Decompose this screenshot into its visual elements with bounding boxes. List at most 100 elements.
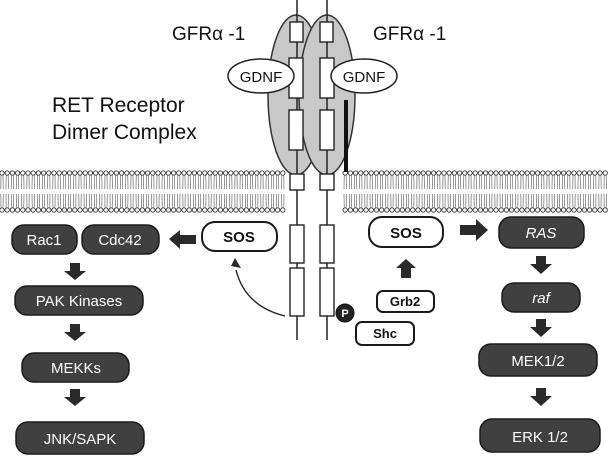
lipid-tail [546,175,550,190]
lipid-head [40,170,47,176]
lipid-head [441,207,447,213]
tm-left [289,173,305,191]
lipid-head [56,170,62,176]
lipid-tail [125,175,129,190]
lipid-head [399,207,406,213]
lipid-head [410,207,416,213]
lipid-tail [603,193,607,208]
lipid-tail [270,193,274,208]
lipid-tail [582,175,586,190]
lipid-head [103,170,109,176]
lipid-head [196,170,203,176]
lipid-tail [88,175,92,190]
svg-text:MEKKs: MEKKs [51,360,101,377]
lipid-tail [525,175,529,190]
lipid-tail [47,175,51,190]
ret-receptor-right [319,0,348,180]
node-pak-kinases: PAK Kinases [14,285,144,316]
lipid-tail [598,193,602,208]
lipid-tail [281,175,285,190]
lipid-head [207,170,213,176]
lipid-tail [276,175,280,190]
lipid-tail [73,175,77,190]
lipid-head [118,207,125,213]
lipid-head [139,207,146,213]
lipid-tail [57,175,61,190]
lipid-head [176,170,182,176]
lipid-tail [520,175,524,190]
lipid-tail [354,175,358,190]
lipid-tail [94,193,98,208]
lipid-head [451,207,458,213]
lipid-tail [114,193,118,208]
lipid-tail [156,193,160,208]
lipid-tail [458,175,462,190]
lipid-head [144,207,151,213]
arrow-rac-to-pak [64,263,86,280]
gfr-alpha-left-label: GFRα -1 [172,24,245,45]
svg-text:P: P [341,308,348,320]
lipid-tail [536,193,540,208]
lipid-tail [239,175,243,190]
lipid-head [98,207,104,213]
lipid-tail [192,175,196,190]
lipid-tail [47,193,51,208]
lipid-tail [364,193,368,208]
lipid-head [259,170,265,176]
lipid-tail [426,193,430,208]
lipid-tail [109,193,113,208]
lipid-head [524,170,530,176]
lipid-tail [556,175,560,190]
lipid-tail [343,175,347,190]
lipid-head [25,170,31,176]
lipid-head [581,207,588,213]
arrow-mek-to-erk [530,388,552,406]
lipid-head [113,170,120,176]
lipid-head [347,170,354,176]
lipid-head [415,170,421,176]
lipid-head [248,207,255,213]
lipid-head [560,207,567,213]
lipid-tail [593,175,597,190]
lipid-head [410,170,416,176]
lipid-tail [551,175,555,190]
lipid-head [217,170,224,176]
lipid-head [498,207,504,213]
lipid-head [191,207,198,213]
lipid-head [358,170,364,176]
lipid-tail [234,175,238,190]
lipid-tail [421,175,425,190]
lipid-head [92,170,99,176]
lipid-tail [411,175,415,190]
lipid-head [212,207,218,213]
svg-text:Grb2: Grb2 [390,294,420,309]
lipid-head [472,207,478,213]
lipid-head [56,207,62,213]
lipid-head [254,207,260,213]
lipid-tail [156,175,160,190]
svg-text:PAK Kinases: PAK Kinases [36,293,122,310]
lipid-tail [395,193,399,208]
lipid-head [420,207,426,213]
lipid-tail [182,175,186,190]
lipid-tail [120,175,124,190]
svg-text:Cdc42: Cdc42 [98,232,141,249]
lipid-tail [255,175,259,190]
lipid-tail [473,175,477,190]
lipid-tail [556,193,560,208]
lipid-head [363,207,369,213]
lipid-head [14,170,21,176]
lipid-head [129,207,135,213]
lipid-head [493,170,499,176]
phospho-badge: P [335,303,355,323]
lipid-tail [260,193,264,208]
lipid-tail [21,193,25,208]
lipid-head [134,170,140,176]
lipid-tail [406,193,410,208]
lipid-tail [198,175,202,190]
lipid-tail [146,175,150,190]
lipid-tail [452,175,456,190]
lipid-head [425,170,432,176]
lipid-head [108,207,114,213]
lipid-head [191,170,198,176]
